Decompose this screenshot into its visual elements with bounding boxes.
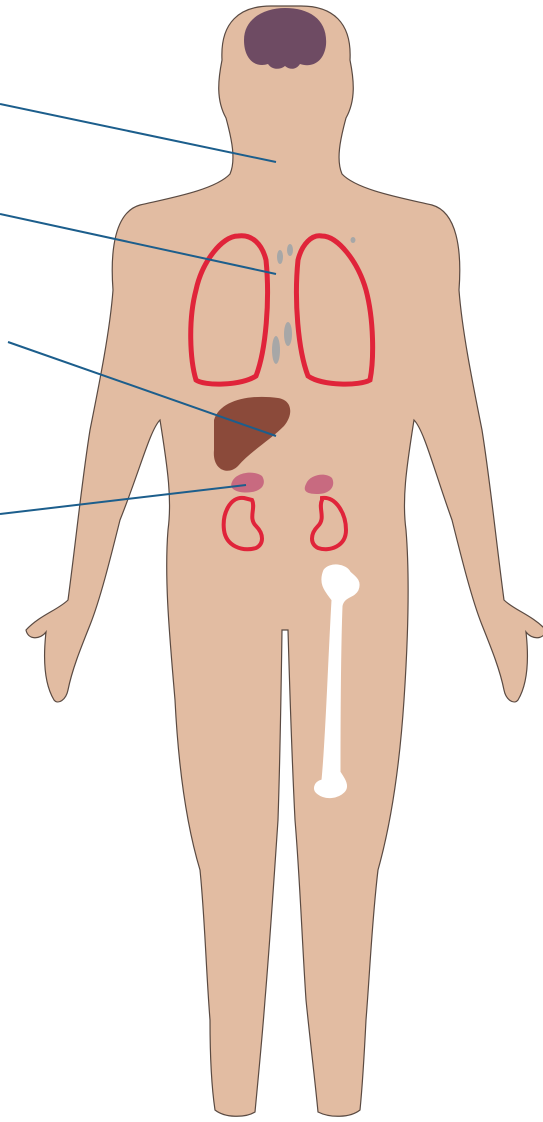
thymus-top-right: [287, 244, 293, 256]
brain: [244, 8, 326, 69]
thymus-mid-left: [272, 336, 280, 364]
body-silhouette: [26, 6, 543, 1116]
thymus-small: [351, 237, 356, 243]
thymus-top-left: [277, 250, 283, 264]
thymus-mid-right: [284, 322, 292, 346]
